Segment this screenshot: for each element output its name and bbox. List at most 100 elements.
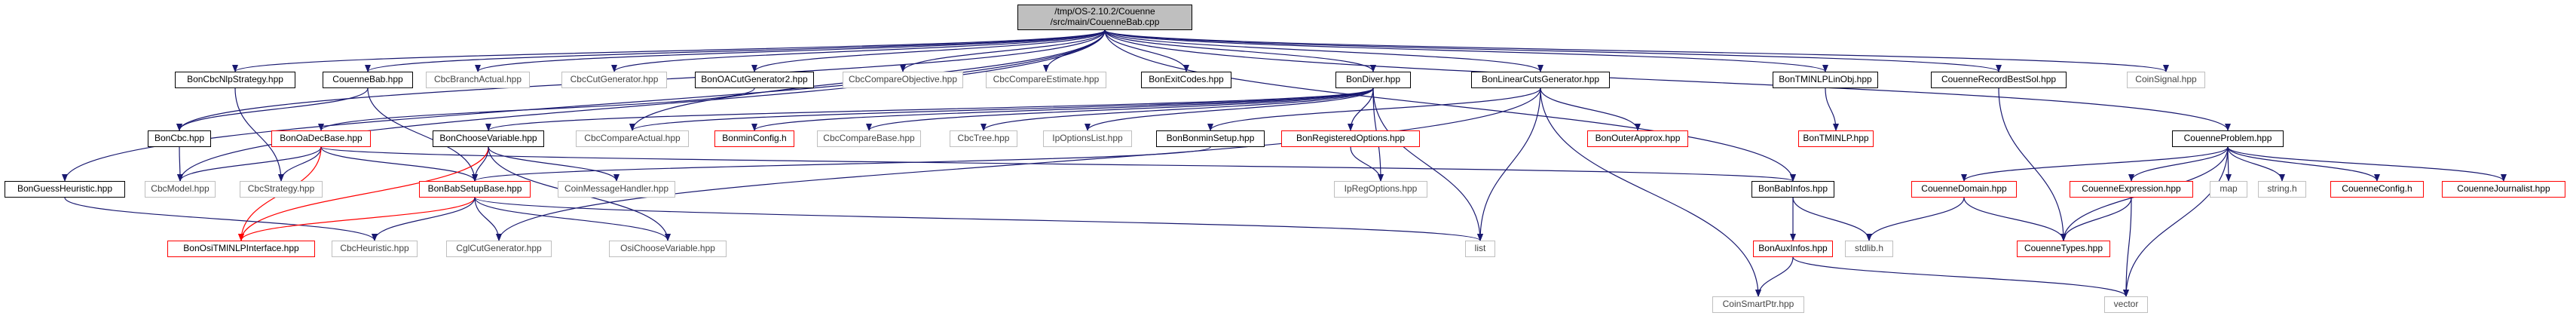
node-couenneconfig[interactable]: CouenneConfig.h — [2330, 181, 2424, 198]
node-couennerecordbestsol[interactable]: CouenneRecordBestSol.hpp — [1931, 72, 2067, 88]
node-label: CbcCutGenerator.hpp — [570, 74, 659, 85]
node-cbcstrategy[interactable]: CbcStrategy.hpp — [240, 181, 323, 198]
node-bondiver[interactable]: BonDiver.hpp — [1335, 72, 1411, 88]
edge-cdomain-to-stdlib — [1866, 197, 1965, 241]
edge-cbab-to-boncbc — [176, 87, 369, 131]
edge-diver-to-ctree — [981, 87, 1374, 131]
node-ipregoptions[interactable]: IpRegOptions.hpp — [1334, 181, 1427, 198]
node-couennetypes[interactable]: CouenneTypes.hpp — [2017, 241, 2110, 257]
edge-lincuts-to-smart — [1540, 87, 1761, 297]
node-string-h[interactable]: string.h — [2258, 181, 2306, 198]
node-list[interactable]: list — [1465, 241, 1495, 257]
node-vector[interactable]: vector — [2104, 296, 2148, 313]
node-label: BonExitCodes.hpp — [1149, 74, 1224, 85]
node-label: vector — [2113, 299, 2139, 310]
node-osichoosevariable[interactable]: OsiChooseVariable.hpp — [609, 241, 727, 257]
node-cbccomparebase[interactable]: CbcCompareBase.hpp — [817, 130, 921, 147]
edge-oadec-to-cstrat — [278, 146, 322, 182]
node-coinsmartptr[interactable]: CoinSmartPtr.hpp — [1712, 296, 1804, 313]
edge-auxinfo-to-vector — [1792, 256, 2129, 297]
node-bonoadecbase[interactable]: BonOaDecBase.hpp — [271, 130, 371, 147]
node-bonexitcodes[interactable]: BonExitCodes.hpp — [1141, 72, 1231, 88]
node-cbctree[interactable]: CbcTree.hpp — [950, 130, 1017, 147]
node-cbccompareestimate[interactable]: CbcCompareEstimate.hpp — [986, 72, 1106, 88]
edge-boncbc-to-cmodel — [176, 146, 183, 182]
edge-bcnlp-to-cstrat — [234, 87, 284, 182]
edge-babsetup-to-ositm — [238, 197, 476, 241]
node-bonguessheuristic[interactable]: BonGuessHeuristic.hpp — [5, 181, 125, 198]
edge-root-to-tminlp — [1104, 29, 1828, 72]
edge-lincuts-to-list — [1477, 87, 1541, 241]
edge-root-to-lincuts — [1104, 29, 1543, 72]
edge-diver-to-cactual — [629, 87, 1374, 131]
node-label: CbcTree.hpp — [957, 133, 1010, 144]
edge-lincuts-to-outer — [1540, 87, 1641, 131]
node-boncbc[interactable]: BonCbc.hpp — [148, 130, 211, 147]
node-label: BonChooseVariable.hpp — [439, 133, 537, 144]
edge-root-to-recbest — [1104, 29, 2002, 72]
edge-babsetup-to-osichoose — [474, 197, 671, 241]
edge-babsetup-to-cheur — [372, 197, 476, 241]
edge-diver-to-ipoptlist — [1085, 87, 1374, 131]
node-label: BonBonminSetup.hpp — [1166, 133, 1255, 144]
node-cbcheuristic[interactable]: CbcHeuristic.hpp — [332, 241, 418, 257]
node-bonregisteredoptions[interactable]: BonRegisteredOptions.hpp — [1281, 130, 1420, 147]
node-bontminlplinobj[interactable]: BonTMINLPLinObj.hpp — [1773, 72, 1878, 88]
edges — [62, 29, 2507, 297]
edge-diver-to-regopt — [1348, 87, 1374, 131]
node-bonbabinfos[interactable]: BonBabInfos.hpp — [1751, 181, 1834, 198]
edge-diver-to-list — [1372, 87, 1483, 241]
node-bonouterapprox[interactable]: BonOuterApprox.hpp — [1587, 130, 1688, 147]
node-cbcmodel[interactable]: CbcModel.hpp — [145, 181, 216, 198]
edge-root-to-cbab — [365, 29, 1106, 72]
edge-root-to-exit — [1104, 29, 1189, 72]
edge-diver-to-bmconfig — [751, 87, 1374, 131]
node-label: BonBabInfos.hpp — [1758, 183, 1828, 195]
node-label: BonminConfig.h — [722, 133, 787, 144]
node-coinsignal[interactable]: CoinSignal.hpp — [2127, 72, 2205, 88]
node-ipoptionslist[interactable]: IpOptionsList.hpp — [1043, 130, 1132, 147]
node-bonoacutgenerator2[interactable]: BonOACutGenerator2.hpp — [695, 72, 814, 88]
node-bonchoosevariable[interactable]: BonChooseVariable.hpp — [433, 130, 544, 147]
edge-babsetup-to-cglcut — [474, 197, 502, 241]
node-coinmessagehandler[interactable]: CoinMessageHandler.hpp — [558, 181, 675, 198]
node-label: BonRegisteredOptions.hpp — [1296, 133, 1406, 144]
node-label: CouenneBab.hpp — [332, 74, 403, 85]
node-cglcutgenerator[interactable]: CglCutGenerator.hpp — [446, 241, 552, 257]
node-bonauxinfos[interactable]: BonAuxInfos.hpp — [1753, 241, 1833, 257]
node-cbccompareobjective[interactable]: CbcCompareObjective.hpp — [843, 72, 963, 88]
node-label: CbcCompareBase.hpp — [823, 133, 915, 144]
node-cbcbranchactual[interactable]: CbcBranchActual.hpp — [426, 72, 530, 88]
node-couennedomain[interactable]: CouenneDomain.hpp — [1911, 181, 2017, 198]
node-couennejournalist[interactable]: CouenneJournalist.hpp — [2442, 181, 2565, 198]
edge-cprob-to-vector — [2123, 146, 2229, 297]
node-bonbabsetupbase[interactable]: BonBabSetupBase.hpp — [419, 181, 531, 198]
node-cbccompareactual[interactable]: CbcCompareActual.hpp — [576, 130, 689, 147]
node-label: map — [2220, 183, 2238, 195]
node-couenneexpression[interactable]: CouenneExpression.hpp — [2070, 181, 2193, 198]
node-root-couennebab-cpp[interactable]: /tmp/OS-2.10.2/Couenne /src/main/Couenne… — [1017, 5, 1192, 30]
node-label: CbcCompareEstimate.hpp — [993, 74, 1100, 85]
edge-regopt-to-ipreg — [1350, 146, 1384, 182]
edge-tminlp-to-tminlph — [1825, 87, 1839, 131]
node-cbccutgenerator[interactable]: CbcCutGenerator.hpp — [561, 72, 667, 88]
node-map[interactable]: map — [2210, 181, 2247, 198]
node-label: CouenneDomain.hpp — [1921, 183, 2007, 195]
node-label: BonTMINLPLinObj.hpp — [1779, 74, 1872, 85]
node-bonositminlpinterface[interactable]: BonOsiTMINLPInterface.hpp — [167, 241, 315, 257]
node-couennebab[interactable]: CouenneBab.hpp — [323, 72, 413, 88]
node-bonbonminsetup[interactable]: BonBonminSetup.hpp — [1156, 130, 1265, 147]
node-bontminlp[interactable]: BonTMINLP.hpp — [1798, 130, 1874, 147]
node-boncbcnlpstrategy[interactable]: BonCbcNlpStrategy.hpp — [175, 72, 295, 88]
node-label: BonOACutGenerator2.hpp — [701, 74, 808, 85]
node-stdlib-h[interactable]: stdlib.h — [1845, 241, 1893, 257]
node-label: CouenneJournalist.hpp — [2457, 183, 2550, 195]
node-label: CoinSmartPtr.hpp — [1722, 299, 1794, 310]
edge-auxinfo-to-smart — [1755, 256, 1794, 297]
node-label: CoinMessageHandler.hpp — [564, 183, 669, 195]
node-couenneproblem[interactable]: CouenneProblem.hpp — [2172, 130, 2284, 147]
edge-guess-to-cheur — [64, 197, 378, 241]
node-label: stdlib.h — [1854, 243, 1884, 254]
node-bonlinearcutsgenerator[interactable]: BonLinearCutsGenerator.hpp — [1471, 72, 1610, 88]
node-bonminconfig[interactable]: BonminConfig.h — [714, 130, 794, 147]
